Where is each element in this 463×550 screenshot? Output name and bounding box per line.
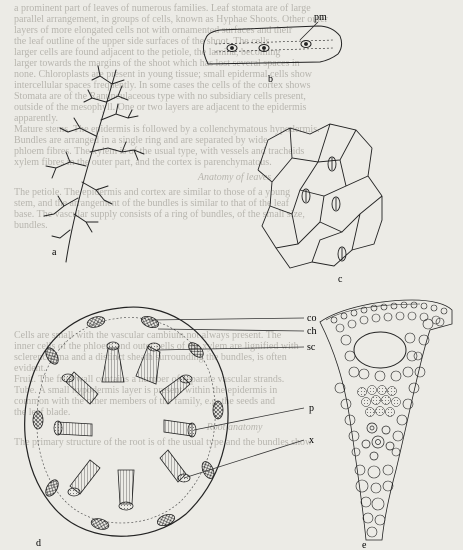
panel-b-label: b [268, 74, 273, 85]
panel-c-epidermis-drawing [258, 124, 382, 268]
panel-e-bundle-detail [320, 300, 452, 540]
panel-e-label: e [362, 540, 367, 550]
label-pm: pm [314, 12, 327, 23]
panel-b-cell-drawing [203, 22, 341, 64]
label-x: x [309, 435, 314, 446]
label-ch: ch [307, 326, 316, 337]
panel-a-label: a [52, 247, 57, 258]
panel-a-sprig-drawing [44, 66, 144, 262]
panel-d-label: d [36, 538, 41, 549]
panel-c-label: c [338, 274, 343, 285]
label-co: co [307, 313, 316, 324]
label-p: p [309, 403, 314, 414]
label-sc: sc [307, 342, 316, 353]
panel-d-stem-section [25, 307, 304, 536]
